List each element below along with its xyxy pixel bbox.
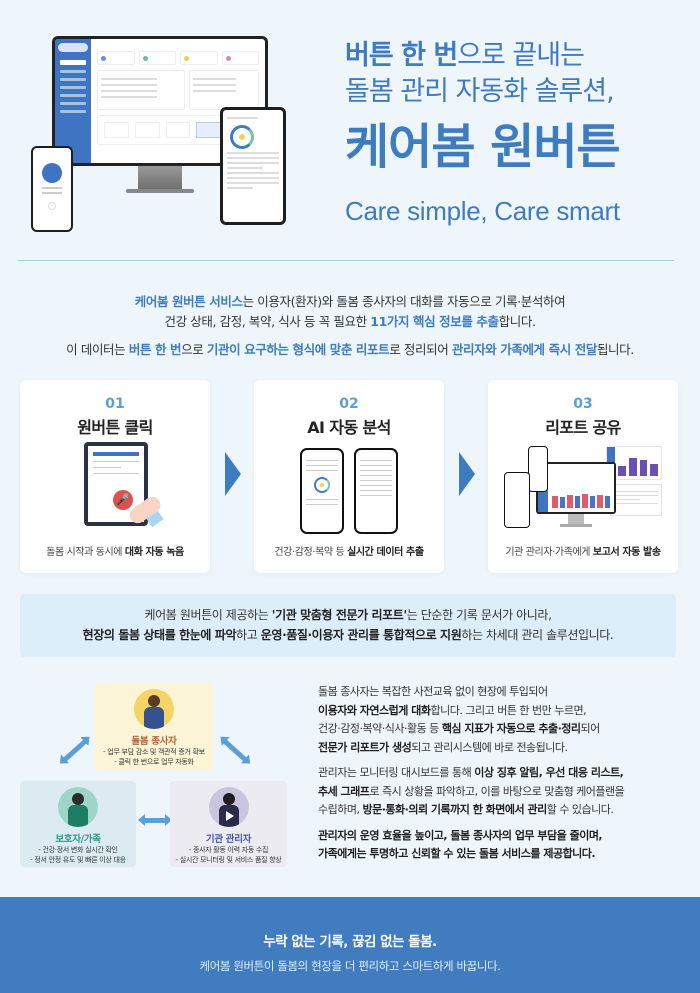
desktop-dashboard-mockup (52, 36, 268, 166)
story-text: 합니다. 그리고 버튼 한 번만 누르면, (430, 703, 587, 717)
caption-bold: 실시간 데이터 추출 (347, 547, 424, 558)
footer-title: 누락 없는 기록, 끊김 없는 돌봄. (263, 934, 437, 950)
step-card-2: 02 AI 자동 분석 건강·감정·복약 등 실시간 데이터 추출 (254, 380, 444, 573)
report-devices-illustration (488, 442, 678, 542)
banner-text: 는 단순한 기록 문서가 아니라, (406, 608, 552, 622)
caption-bold: 대화 자동 녹음 (124, 547, 184, 558)
caregiver-avatar (134, 689, 174, 729)
headline-bold: 버튼 한 번 (345, 40, 458, 71)
banner-bold: '기관 맞춤형 전문가 리포트' (271, 608, 407, 622)
story-text: 돌봄 종사자는 복잡한 사전교육 없이 현장에 투입되어 (318, 685, 548, 698)
caption-text: 돌봄 시작과 동시에 (46, 547, 125, 558)
value-banner: 케어봄 원버튼이 제공하는 '기관 맞춤형 전문가 리포트'는 단순한 기록 문… (20, 594, 676, 657)
story-bold: 핵심 지표가 자동으로 추출·정리 (441, 722, 581, 735)
chevron-right-icon (459, 452, 475, 496)
role-title: 보호자/가족 (55, 834, 101, 845)
story-text: 관리자는 모니터링 대시보드를 통해 (318, 766, 475, 779)
banner-bold: 현장의 돌봄 상태를 한눈에 파악 (82, 628, 237, 642)
intro-text: 케어봄 원버튼 서비스는 이용자(환자)와 돌봄 종사자의 대화를 자동으로 기… (0, 292, 700, 360)
monitor-base (126, 189, 194, 193)
step-card-1: 01 원버튼 클릭 🎤 돌봄 시작과 동시에 대화 자동 녹음 (20, 380, 210, 573)
intro-highlight: 기관이 요구하는 형식에 맞춘 리포트 (206, 342, 390, 357)
step-title: AI 자동 분석 (307, 418, 391, 437)
step-number: 01 (105, 396, 125, 412)
tablet-report-mockup (220, 107, 286, 225)
footer-banner: 누락 없는 기록, 끊김 없는 돌봄. 케어봄 원버튼이 돌봄의 현장을 더 편… (0, 897, 700, 993)
hero-headline: 버튼 한 번으로 끝내는 돌봄 관리 자동화 솔루션, 케어봄 원버튼 Care… (345, 38, 685, 228)
admin-avatar (208, 787, 249, 827)
role-desc: - 종사자 활동 이력 자동 수집 (188, 846, 269, 854)
intro-text-span: 는 이용자(환자)와 돌봄 종사자의 대화를 자동으로 기록·분석하여 (242, 294, 566, 309)
story-text: 되고 관리시스템에 바로 전송됩니다. (411, 740, 568, 754)
story-text: 되어 (580, 722, 601, 735)
headline-line2: 돌봄 관리 자동화 솔루션, (345, 76, 615, 107)
intro-highlight: 관리자와 가족에게 즉시 전달 (451, 342, 597, 357)
step-number: 02 (339, 396, 359, 412)
intro-highlight: 케어봄 원버튼 서비스 (134, 294, 243, 309)
story-bold: 이상 징후 알림, 우선 대응 리스트, (474, 766, 624, 779)
chevron-right-icon (225, 452, 241, 496)
intro-text-span: 건강 상태, 감정, 복약, 식사 등 꼭 필요한 (164, 314, 371, 329)
caption-bold: 보고서 자동 발송 (592, 547, 661, 558)
mobile-app-mockup (31, 146, 73, 232)
intro-text-span: 이 데이터는 (66, 342, 129, 357)
role-desc: - 건강·정서 변화 실시간 확인 (38, 846, 118, 854)
intro-highlight: 11가지 핵심 정보를 추출 (370, 314, 499, 329)
story-bold: 추세 그래프 (318, 784, 370, 798)
banner-text: 케어봄 원버튼이 제공하는 (144, 608, 272, 622)
microphone-icon: 🎤 (113, 490, 133, 510)
step-number: 03 (573, 396, 593, 412)
headline-rest: 으로 끝내는 (457, 40, 585, 71)
phones-analysis-illustration (254, 442, 444, 542)
story-bold: 이용자와 자연스럽게 대화 (318, 703, 431, 717)
story-text: 로 즉시 상황을 파악하고, 이를 바탕으로 맞춤형 케어플랜을 (369, 784, 625, 798)
admin-card: 기관 관리자 - 종사자 활동 이력 자동 수집 - 실시간 모니터링 및 서비… (170, 781, 287, 867)
role-desc: - 업무 부담 감소 및 객관적 증거 확보 (103, 748, 205, 756)
intro-text-span: 합니다. (498, 314, 536, 329)
double-arrow-icon (138, 814, 172, 826)
caption-text: 건강·감정·복약 등 (274, 547, 348, 558)
role-desc: - 정서 안정 유도 및 빠른 이상 대응 (30, 856, 126, 864)
footer-subtitle: 케어봄 원버튼이 돌봄의 현장을 더 편리하고 스마트하게 바꿉니다. (199, 959, 501, 973)
tablet-record-illustration: 🎤 (20, 442, 210, 542)
step-card-3: 03 리포트 공유 기관 관리자·가족에게 보고서 자동 발송 (488, 380, 678, 573)
caregiver-card: 돌봄 종사자 - 업무 부담 감소 및 객관적 증거 확보 - 클릭 한 번으로… (95, 683, 213, 770)
slogan: Care simple, Care smart (345, 196, 620, 226)
step-caption: 돌봄 시작과 동시에 대화 자동 녹음 (20, 543, 210, 558)
step-title: 원버튼 클릭 (77, 418, 153, 437)
caption-text: 기관 관리자·가족에게 (505, 547, 593, 558)
story-bold: 전문가 리포트가 생성 (318, 740, 412, 754)
banner-text: 하고 (236, 628, 261, 642)
guardian-card: 보호자/가족 - 건강·정서 변화 실시간 확인 - 정서 안정 유도 및 빠른… (20, 781, 136, 867)
story-text: 할 수 있습니다. (546, 803, 614, 816)
intro-text-span: 됩니다. (596, 342, 634, 357)
role-desc: - 실시간 모니터링 및 서비스 품질 향상 (175, 856, 282, 864)
monitor-stand (138, 166, 182, 190)
brand-name: 케어봄 원버튼 (345, 119, 621, 175)
role-title: 기관 관리자 (205, 834, 252, 845)
guardian-avatar (58, 787, 98, 827)
story-bold: 관리자의 운영 효율을 높이고, 돌봄 종사자의 업무 부담을 줄이며, (318, 828, 603, 842)
double-arrow-icon (62, 738, 88, 763)
intro-text-span: 으로 (181, 342, 207, 357)
intro-highlight: 버튼 한 번 (128, 342, 182, 357)
story-bold: 가족에게는 투명하고 신뢰할 수 있는 돌봄 서비스를 제공합니다. (318, 847, 596, 860)
step-caption: 기관 관리자·가족에게 보고서 자동 발송 (488, 543, 678, 558)
story-bold: 방문·통화·의뢰 기록까지 한 화면에서 관리 (362, 803, 547, 816)
story-text: 건강·감정·복약·식사·활동 등 (318, 722, 442, 735)
dashboard-sidebar (55, 39, 91, 163)
intro-text-span: 로 정리되어 (389, 342, 452, 357)
banner-bold: 운영·품질·이용자 관리를 통합적으로 지원 (260, 628, 462, 642)
banner-text: 하는 차세대 관리 솔루션입니다. (461, 628, 614, 642)
story-text: 수립하며, (318, 803, 363, 816)
section-divider (18, 260, 674, 261)
double-arrow-icon (222, 738, 248, 763)
role-title: 돌봄 종사자 (131, 736, 177, 747)
step-title: 리포트 공유 (545, 418, 621, 437)
role-desc: - 클릭 한 번으로 업무 자동화 (114, 758, 194, 766)
description-text: 돌봄 종사자는 복잡한 사전교육 없이 현장에 투입되어 이용자와 자연스럽게 … (318, 683, 688, 864)
step-caption: 건강·감정·복약 등 실시간 데이터 추출 (254, 543, 444, 558)
